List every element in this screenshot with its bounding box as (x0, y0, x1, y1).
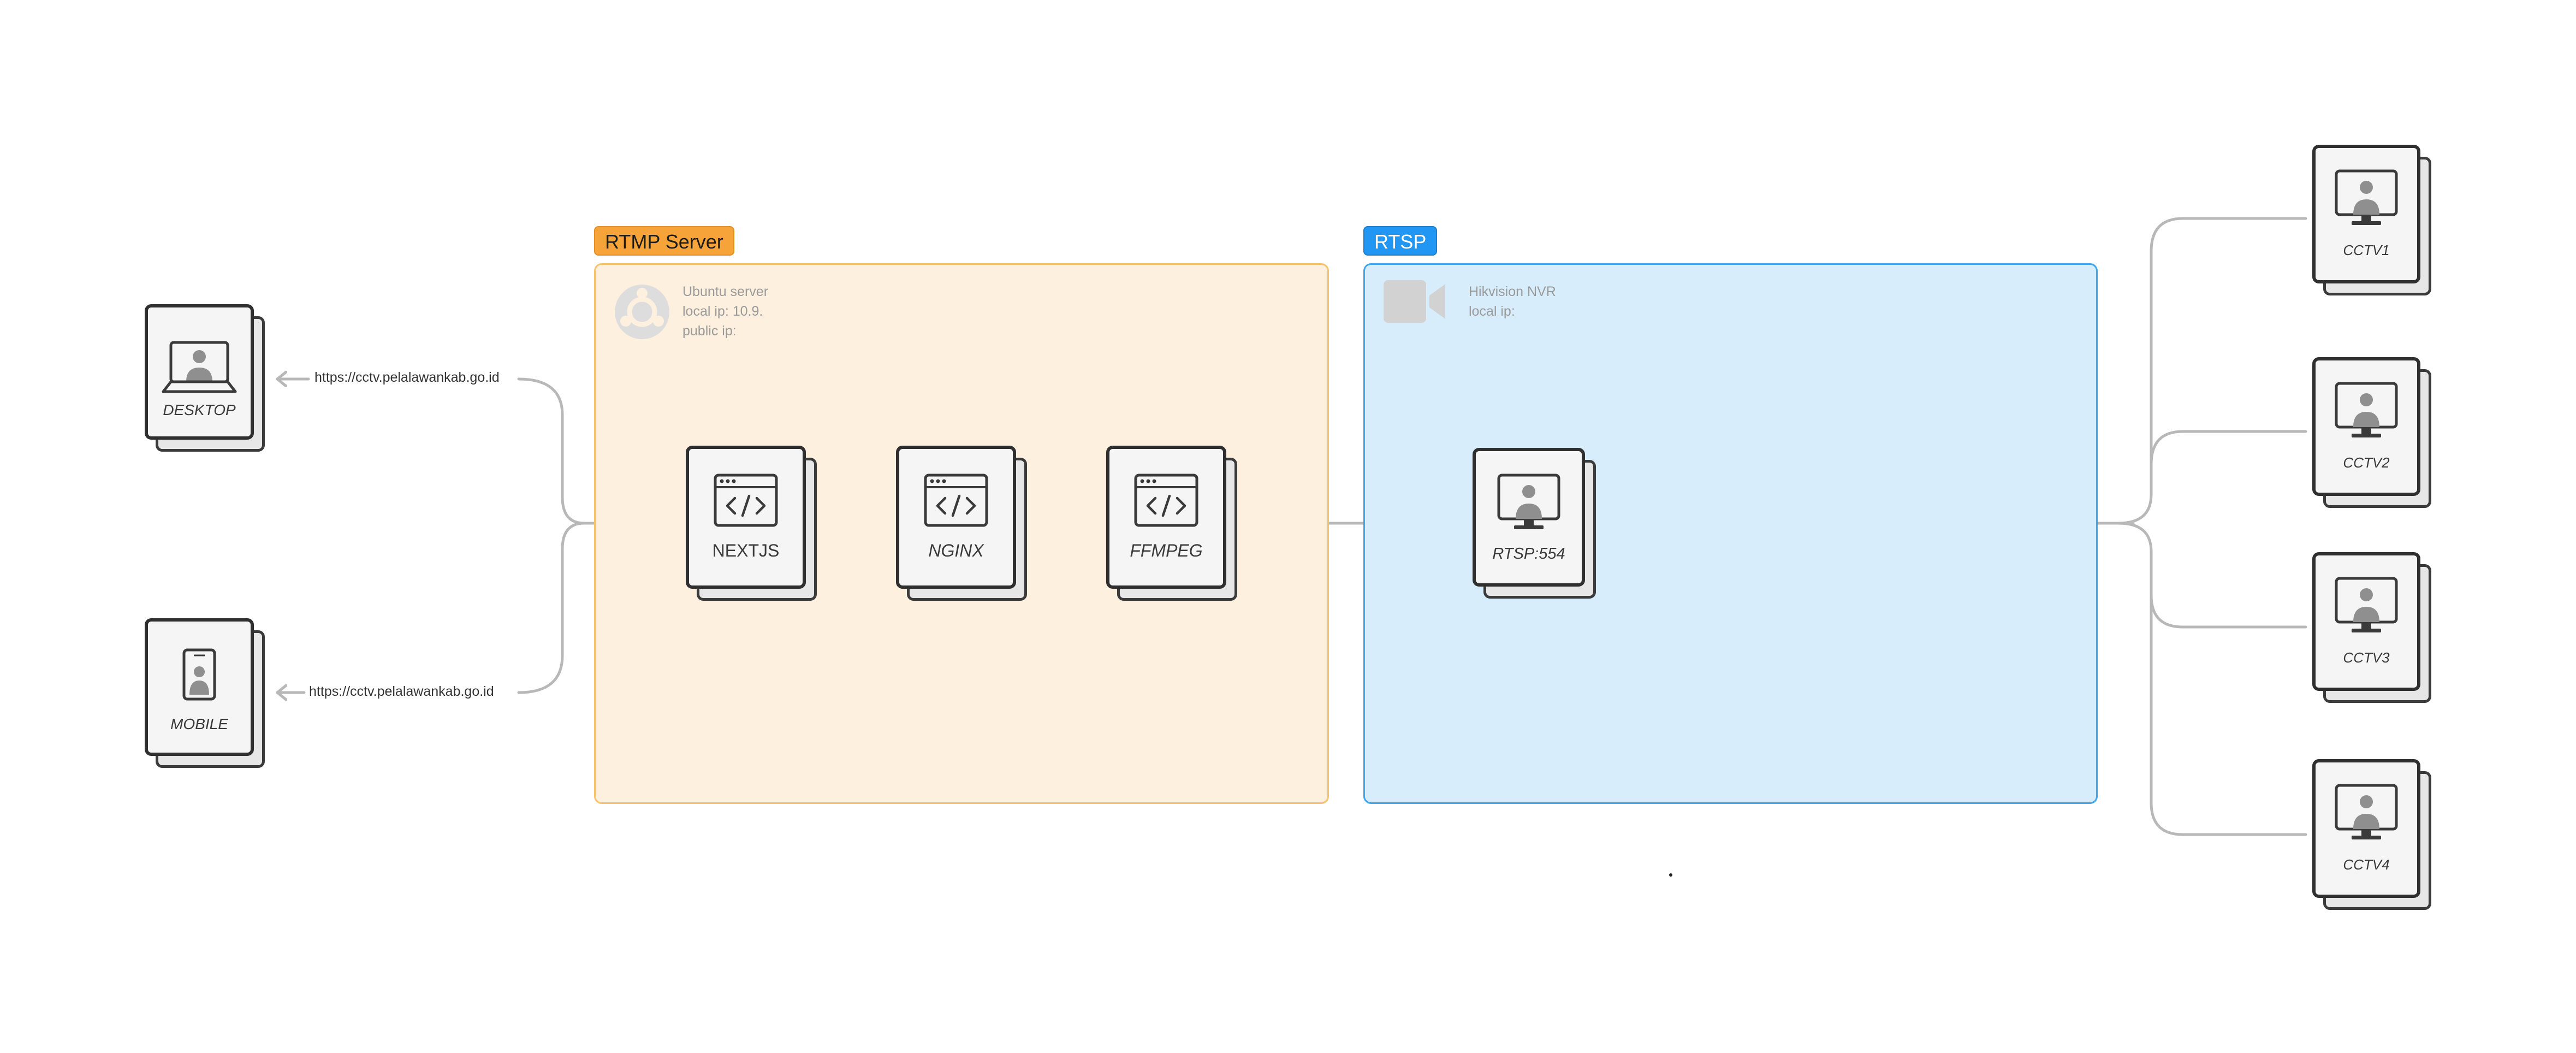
mobile-client-node[interactable]: MOBILE (145, 618, 265, 768)
rtsp-nvr-local-ip: local ip: (1469, 304, 1515, 319)
connector-nextjs-mobile (517, 522, 586, 694)
cctv1-label: CCTV1 (2343, 242, 2390, 258)
code-window-icon (1134, 474, 1198, 527)
cctv4-label: CCTV4 (2343, 856, 2390, 873)
desktop-client-node[interactable]: DESKTOP (145, 304, 265, 452)
rtmp-server-os: Ubuntu server (682, 284, 769, 299)
rtsp-nvr-info: Hikvision NVR local ip: (1469, 282, 1556, 321)
desktop-url-label[interactable]: https://cctv.pelalawankab.go.id (314, 370, 500, 385)
rtsp-554-label: RTSP:554 (1492, 545, 1565, 563)
connector-cctv3 (2117, 522, 2307, 629)
nextjs-label: NEXTJS (712, 541, 780, 560)
phone-user-icon (182, 648, 216, 701)
monitor-user-icon (2335, 577, 2398, 632)
desktop-label: DESKTOP (163, 401, 236, 418)
rtmp-server-info: Ubuntu server local ip: 10.9. public ip: (682, 282, 768, 341)
ffmpeg-node[interactable]: FFMPEG (1106, 446, 1239, 601)
monitor-user-icon (1497, 474, 1560, 529)
code-window-icon (714, 474, 778, 527)
ubuntu-logo-icon (615, 285, 669, 339)
rtsp-nvr-model: Hikvision NVR (1469, 284, 1556, 299)
code-window-icon (924, 474, 988, 527)
cctv2-label: CCTV2 (2343, 454, 2390, 471)
monitor-user-icon (2335, 784, 2398, 839)
nginx-node[interactable]: NGINX (896, 446, 1029, 601)
nextjs-node[interactable]: NEXTJS (686, 446, 819, 601)
cctv3-node[interactable]: CCTV3 (2312, 552, 2432, 703)
monitor-user-icon (2335, 382, 2398, 437)
video-camera-icon (1384, 280, 1445, 323)
rtmp-server-tag: RTMP Server (594, 226, 734, 256)
rtsp-tag: RTSP (1363, 226, 1438, 256)
rtsp-554-node[interactable]: RTSP:554 (1473, 448, 1597, 599)
connector-cctv2 (2150, 430, 2307, 496)
connector-cctv1 (2117, 217, 2307, 525)
cctv1-node[interactable]: CCTV1 (2312, 145, 2432, 295)
stray-dot (1669, 873, 1672, 877)
rtmp-server-local-ip: local ip: 10.9. (682, 304, 763, 319)
nginx-label: NGINX (928, 541, 984, 560)
mobile-url-label[interactable]: https://cctv.pelalawankab.go.id (309, 684, 494, 699)
laptop-user-icon (162, 341, 237, 393)
ffmpeg-label: FFMPEG (1130, 541, 1203, 560)
cctv4-node[interactable]: CCTV4 (2312, 759, 2432, 910)
connector-cctv4 (2150, 550, 2307, 836)
rtmp-server-public-ip: public ip: (682, 323, 737, 339)
monitor-user-icon (2335, 169, 2398, 225)
cctv2-node[interactable]: CCTV2 (2312, 357, 2432, 508)
connector-nextjs-desktop (517, 377, 673, 523)
cctv3-label: CCTV3 (2343, 649, 2390, 666)
mobile-label: MOBILE (170, 715, 228, 732)
